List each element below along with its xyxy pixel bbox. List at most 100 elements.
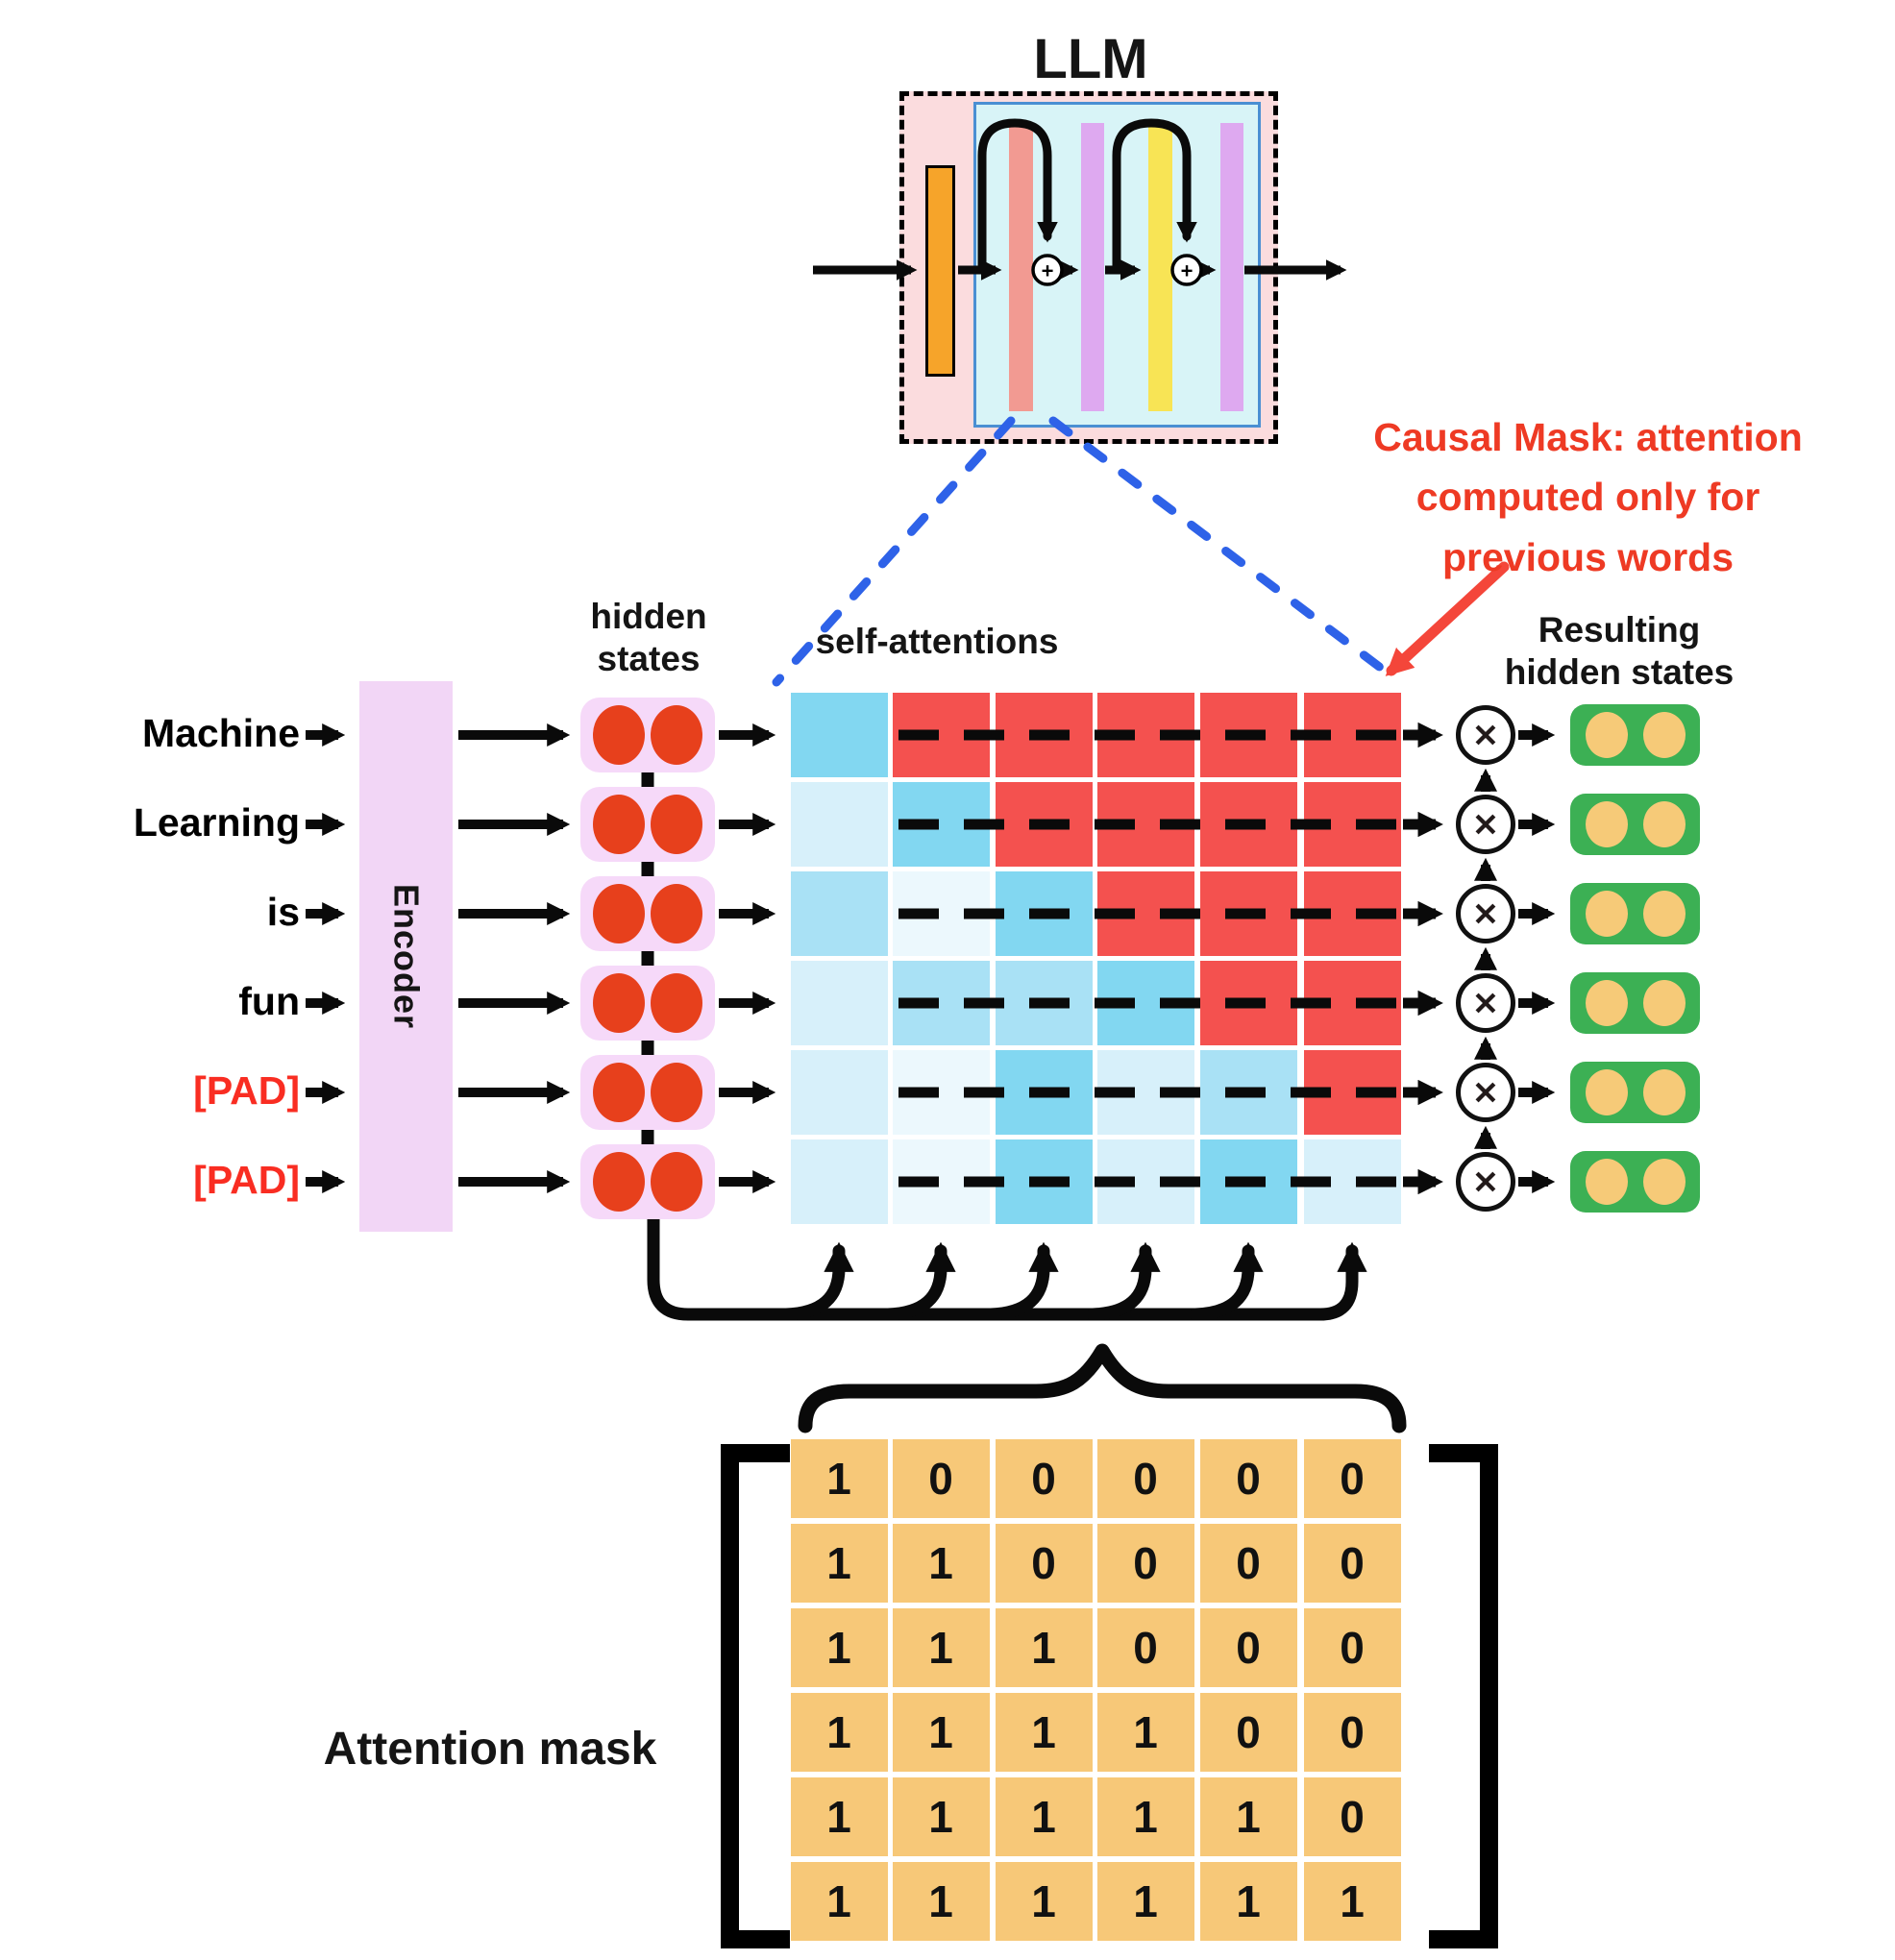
mask-cell: 1 xyxy=(892,1693,990,1772)
resulting-hidden-state-box xyxy=(1570,1062,1700,1123)
attention-cell xyxy=(1303,1050,1401,1135)
mask-cell: 1 xyxy=(995,1693,1093,1772)
attention-cell xyxy=(1303,693,1401,777)
multiply-icon: ✕ xyxy=(1456,1152,1515,1212)
result-unit-dot xyxy=(1585,980,1628,1026)
hidden-unit-dot xyxy=(651,884,702,943)
annotation-line: Causal Mask: attention xyxy=(1373,415,1803,459)
hidden-state-box xyxy=(580,876,715,951)
result-unit-dot xyxy=(1585,891,1628,937)
mask-cell: 1 xyxy=(1199,1777,1297,1856)
hidden-to-columns-line xyxy=(647,1210,1367,1321)
llm-title: LLM xyxy=(1033,28,1148,90)
token-label: [PAD] xyxy=(193,1068,300,1113)
hidden-unit-dot xyxy=(651,705,702,765)
mask-cell: 0 xyxy=(1096,1439,1194,1518)
attention-cell xyxy=(892,782,990,867)
embedding-layer-bar xyxy=(925,165,955,377)
mask-cell: 1 xyxy=(892,1524,990,1603)
hidden-states-label: hidden states xyxy=(538,596,759,679)
mlp-layer-bar-2 xyxy=(1220,123,1243,411)
resulting-hidden-state-box xyxy=(1570,794,1700,855)
result-unit-dot xyxy=(1642,801,1686,847)
mask-cell: 1 xyxy=(790,1524,888,1603)
mask-cell: 0 xyxy=(995,1439,1093,1518)
mask-cell: 0 xyxy=(1303,1777,1401,1856)
multiply-icon: ✕ xyxy=(1456,705,1515,765)
mask-cell: 1 xyxy=(995,1862,1093,1941)
attention-layer-bar-2 xyxy=(1148,123,1172,411)
attention-cell xyxy=(1199,1139,1297,1224)
mask-cell: 1 xyxy=(790,1777,888,1856)
brace-icon xyxy=(798,1343,1407,1433)
attention-cell xyxy=(995,693,1093,777)
resulting-hidden-state-box xyxy=(1570,704,1700,766)
mask-cell: 1 xyxy=(892,1608,990,1687)
attention-cell xyxy=(892,693,990,777)
multiply-icon: ✕ xyxy=(1456,884,1515,943)
hidden-unit-dot xyxy=(651,795,702,854)
annotation-line: previous words xyxy=(1441,534,1734,579)
column-input-arrow xyxy=(1086,1241,1161,1321)
attention-cell xyxy=(995,961,1093,1045)
hidden-unit-dot xyxy=(593,973,645,1033)
attention-cell xyxy=(1199,782,1297,867)
matrix-bracket-left-icon xyxy=(721,1444,790,1948)
token-label: is xyxy=(266,890,300,934)
causal-mask-annotation: Causal Mask: attention computed only for… xyxy=(1365,407,1811,587)
hidden-states-label-line1: hidden xyxy=(590,597,707,636)
mask-cell: 0 xyxy=(1096,1524,1194,1603)
mask-cell: 0 xyxy=(1303,1693,1401,1772)
hidden-unit-dot xyxy=(593,1152,645,1212)
hidden-states-label-line2: states xyxy=(597,638,701,678)
attention-cell xyxy=(995,1139,1093,1224)
multiply-icon: ✕ xyxy=(1456,795,1515,854)
attention-cell xyxy=(1096,782,1194,867)
hidden-state-box xyxy=(580,966,715,1041)
mask-cell: 1 xyxy=(995,1608,1093,1687)
token-label: Machine xyxy=(141,711,300,755)
attention-cell xyxy=(790,693,888,777)
mask-cell: 0 xyxy=(1096,1608,1194,1687)
result-unit-dot xyxy=(1585,1159,1628,1205)
hidden-state-box xyxy=(580,698,715,772)
mask-cell: 1 xyxy=(790,1862,888,1941)
multiply-icon: ✕ xyxy=(1456,1063,1515,1122)
multiply-icon: ✕ xyxy=(1456,973,1515,1033)
result-unit-dot xyxy=(1642,980,1686,1026)
attention-cell xyxy=(790,961,888,1045)
token-label: Learning xyxy=(133,800,300,845)
mask-cell: 1 xyxy=(790,1608,888,1687)
hidden-state-box xyxy=(580,787,715,862)
mask-cell: 1 xyxy=(790,1439,888,1518)
mask-cell: 0 xyxy=(1199,1439,1297,1518)
mask-cell: 0 xyxy=(995,1524,1093,1603)
column-input-arrow xyxy=(881,1241,956,1321)
attention-cell xyxy=(892,961,990,1045)
annotation-line: computed only for xyxy=(1415,475,1760,520)
attention-cell xyxy=(995,1050,1093,1135)
attention-cell xyxy=(892,871,990,956)
resulting-hidden-state-box xyxy=(1570,972,1700,1034)
mask-cell: 0 xyxy=(1199,1608,1297,1687)
attention-cell xyxy=(1199,961,1297,1045)
result-unit-dot xyxy=(1585,1069,1628,1115)
attention-cell xyxy=(790,1050,888,1135)
matrix-bracket-right-icon xyxy=(1429,1444,1498,1948)
attention-cell xyxy=(1199,1050,1297,1135)
mask-cell: 1 xyxy=(995,1777,1093,1856)
token-label: [PAD] xyxy=(193,1158,300,1202)
hidden-unit-dot xyxy=(651,973,702,1033)
mask-cell: 0 xyxy=(1199,1524,1297,1603)
result-unit-dot xyxy=(1585,801,1628,847)
attention-cell xyxy=(1096,693,1194,777)
attention-cell xyxy=(1303,871,1401,956)
hidden-unit-dot xyxy=(593,705,645,765)
attention-cell xyxy=(1199,693,1297,777)
attention-cell xyxy=(1096,961,1194,1045)
attention-cell xyxy=(892,1139,990,1224)
hidden-unit-dot xyxy=(593,1063,645,1122)
column-input-arrow xyxy=(1189,1241,1264,1321)
mask-cell: 1 xyxy=(892,1862,990,1941)
